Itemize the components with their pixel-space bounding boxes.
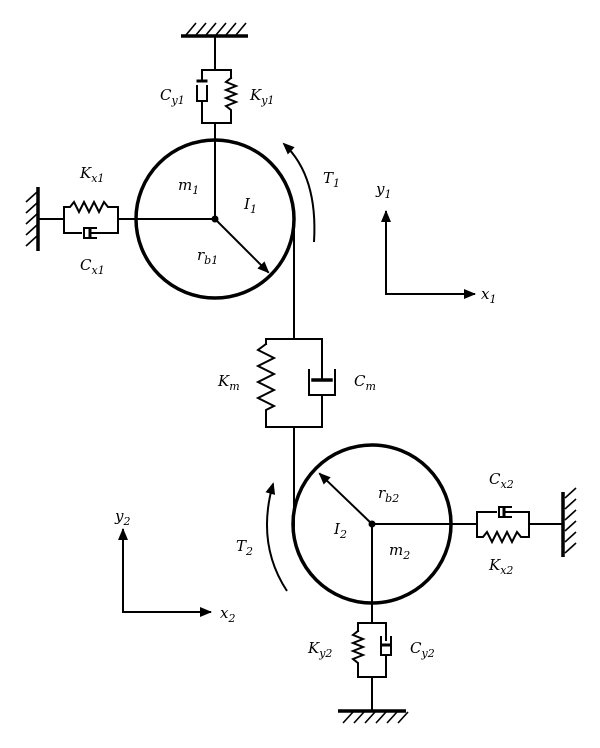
label-cx1: Cx1 [80, 256, 105, 277]
label-x1-axis: x1 [481, 285, 496, 306]
damper-cm [308, 338, 336, 428]
label-cm: Cm [354, 372, 376, 393]
ground-bottom [338, 709, 409, 724]
label-cx2: Cx2 [489, 470, 514, 491]
radius-rb1-arrow [213, 217, 270, 274]
support-x1 [39, 199, 137, 239]
support-y2 [350, 602, 392, 712]
label-rb2: rb2 [378, 484, 399, 505]
label-kx1: Kx1 [79, 164, 104, 185]
ground-right [561, 487, 577, 557]
spring-ky1 [223, 76, 239, 124]
ground-left [25, 187, 40, 251]
support-y1 [196, 36, 239, 142]
label-y1-axis: y1 [375, 180, 391, 201]
label-t1: T1 [323, 169, 340, 190]
label-kx2: Kx2 [488, 556, 513, 577]
label-rb1: rb1 [197, 246, 218, 267]
label-t2: T2 [236, 537, 253, 558]
label-ky1: Ky1 [249, 86, 274, 107]
damper-cx1 [63, 227, 119, 239]
axes-2 [118, 528, 212, 617]
label-x2-axis: x2 [220, 604, 235, 625]
support-x2 [450, 506, 563, 545]
damper-cy1 [196, 79, 208, 124]
label-km: Km [217, 372, 240, 393]
mesh-coupling [255, 218, 336, 527]
spring-km [255, 342, 277, 428]
ground-top [181, 22, 248, 38]
label-y2-axis: y2 [114, 507, 130, 528]
damper-cx2 [476, 506, 530, 518]
radius-rb2-arrow [318, 472, 374, 526]
label-i2: I2 [333, 520, 347, 541]
label-ky2: Ky2 [307, 639, 332, 660]
rotation-arrow-t2 [265, 482, 288, 592]
damper-cy2 [380, 622, 392, 678]
spring-kx2 [476, 529, 530, 545]
label-cy1: Cy1 [160, 86, 185, 107]
label-m2: m2 [389, 541, 410, 562]
spring-ky2 [350, 629, 366, 678]
spring-kx1 [63, 199, 119, 215]
label-m1: m1 [178, 176, 199, 197]
label-cy2: Cy2 [410, 639, 435, 660]
rotation-arrow-t1 [282, 142, 316, 243]
axes-1 [381, 210, 476, 299]
label-i1: I1 [243, 195, 257, 216]
